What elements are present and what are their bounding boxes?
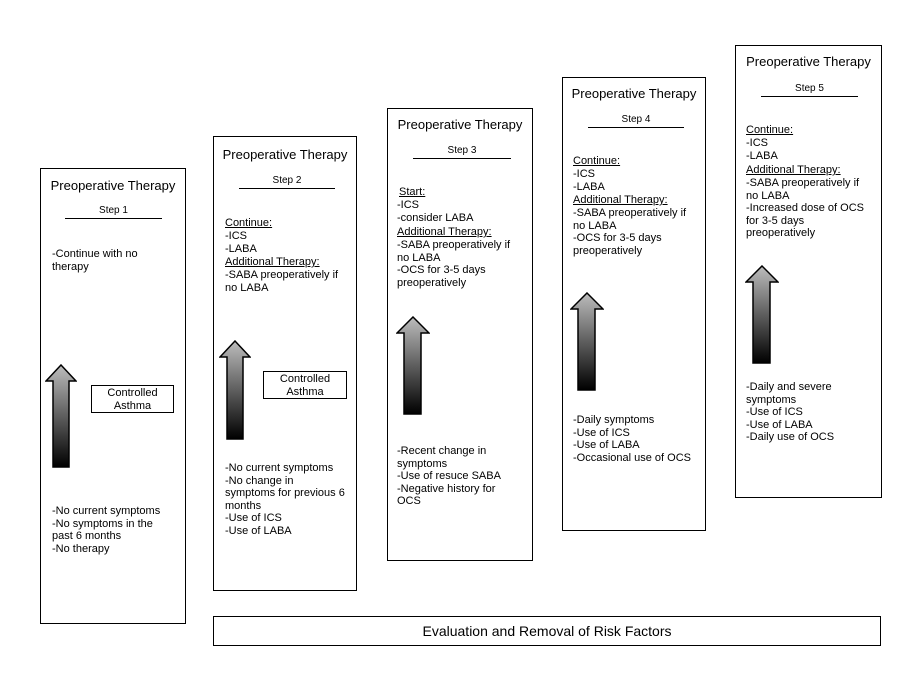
up-arrow-icon [396,316,430,415]
continue-label: Continue: [573,155,621,167]
additional-therapy-items: -SABA preoperatively if no LABA -OCS for… [573,207,687,257]
additional-therapy-items: -SABA preoperatively if no LABA -Increas… [746,177,865,240]
up-arrow-icon [745,265,779,364]
up-arrow-icon [219,340,251,440]
up-arrow-icon [570,292,604,391]
additional-therapy-items: -SABA preoperatively if no LABA -OCS for… [397,239,511,289]
step-label: Step 5 [761,83,858,97]
box-title: Preoperative Therapy [50,178,176,193]
recommendation-text: -Continue with no therapy [52,248,138,273]
box-title: Preoperative Therapy [397,117,523,132]
criteria-text: -No current symptoms -No change in sympt… [225,462,345,537]
continue-items: -ICS -LABA [573,168,605,193]
additional-therapy-label: Additional Therapy: [746,164,841,176]
box-title: Preoperative Therapy [222,147,348,162]
additional-therapy-label: Additional Therapy: [573,194,668,206]
criteria-text: -Recent change in symptoms -Use of resuc… [397,445,501,508]
controlled-asthma-badge: Controlled Asthma [263,371,347,399]
criteria-text: -Daily and severe symptoms -Use of ICS -… [746,381,835,444]
criteria-text: -No current symptoms -No symptoms in the… [52,505,161,555]
continue-items: -ICS -LABA [225,230,257,255]
step-3-box: Preoperative Therapy Step 3 Start: -ICS … [387,108,533,561]
start-items: -ICS -consider LABA [397,199,474,224]
step-label: Step 3 [413,145,511,159]
additional-therapy-items: -SABA preoperatively if no LABA [225,269,339,294]
step-label: Step 4 [588,114,684,128]
risk-factors-banner: Evaluation and Removal of Risk Factors [213,616,881,646]
controlled-asthma-badge: Controlled Asthma [91,385,174,413]
additional-therapy-label: Additional Therapy: [225,256,320,268]
criteria-text: -Daily symptoms -Use of ICS -Use of LABA… [573,414,691,464]
step-label: Step 2 [239,175,335,189]
box-title: Preoperative Therapy [571,86,697,101]
step-label: Step 1 [65,205,162,219]
step-5-box: Preoperative Therapy Step 5 Continue: -I… [735,45,882,498]
up-arrow-icon [45,364,77,468]
additional-therapy-label: Additional Therapy: [397,226,492,238]
continue-label: Continue: [225,217,273,229]
continue-items: -ICS -LABA [746,137,778,162]
continue-label: Continue: [746,124,794,136]
box-title: Preoperative Therapy [746,54,871,69]
start-label: Start: [399,186,426,198]
